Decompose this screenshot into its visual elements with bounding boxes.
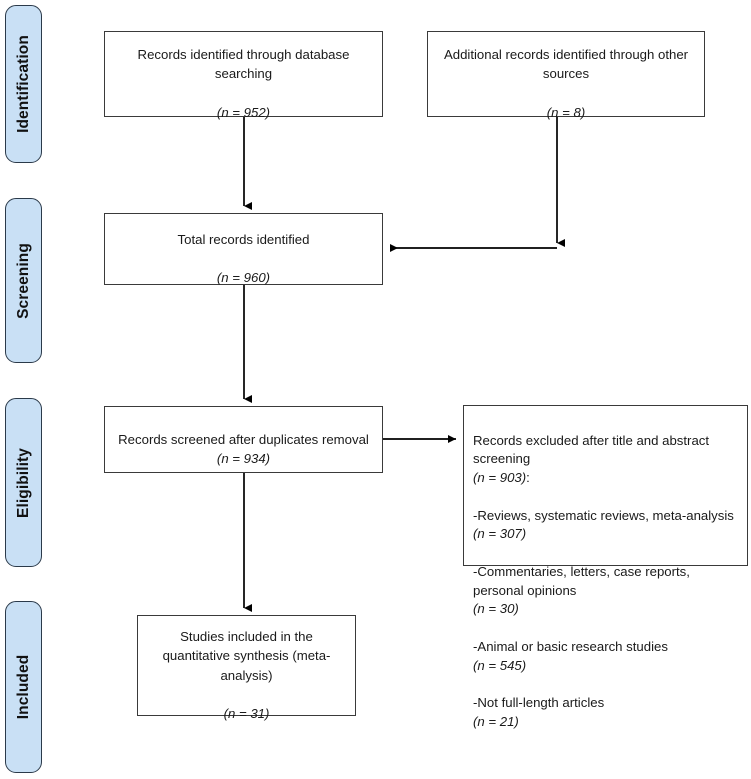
box-total-records-text: Total records identified (n = 960)	[168, 211, 320, 288]
stage-label-eligibility: Eligibility	[14, 447, 32, 518]
box-studies-included: Studies included in the quantitative syn…	[137, 615, 356, 721]
exclusion-reason-label-1: -Commentaries, letters, case reports, pe…	[473, 563, 690, 598]
box-records-screened-label: Records screened after duplicates remova…	[118, 431, 369, 447]
box-records-screened-text: Records screened after duplicates remova…	[108, 411, 379, 468]
box-records-excluded-heading-count: (n = 903)	[473, 470, 527, 486]
stage-tab-identification: Identification	[5, 5, 42, 163]
exclusion-reason-count-2: (n = 545)	[473, 657, 527, 673]
colon-separator: :	[526, 470, 530, 486]
stage-tab-eligibility: Eligibility	[5, 398, 42, 567]
exclusion-reason-label-0: -Reviews, systematic reviews, meta-analy…	[473, 507, 734, 523]
exclusion-reason-count-1: (n = 30)	[473, 601, 519, 617]
box-db-search-label: Records identified through database sear…	[137, 47, 350, 82]
box-total-records-identified: Total records identified (n = 960)	[104, 213, 383, 285]
box-db-search-count: (n = 952)	[216, 104, 271, 120]
box-db-search-text: Records identified through database sear…	[105, 26, 382, 122]
box-other-sources-text: Additional records identified through ot…	[428, 26, 704, 122]
box-other-sources-count: (n = 8)	[546, 104, 586, 120]
box-records-excluded-text: Records excluded after title and abstrac…	[464, 413, 747, 731]
stage-label-screening: Screening	[14, 242, 32, 319]
box-records-screened-duplicates-removed: Records screened after duplicates remova…	[104, 406, 383, 473]
stage-tab-included: Included	[5, 601, 42, 773]
box-records-excluded-heading: Records excluded after title and abstrac…	[473, 432, 710, 467]
exclusion-reason-label-2: -Animal or basic research studies	[473, 638, 668, 654]
stage-label-included: Included	[14, 654, 32, 720]
box-records-screened-count: (n = 934)	[216, 451, 271, 467]
box-studies-included-label: Studies included in the quantitative syn…	[162, 629, 331, 683]
box-records-identified-database: Records identified through database sear…	[104, 31, 383, 120]
box-additional-records-other-sources: Additional records identified through ot…	[427, 31, 705, 120]
box-studies-included-text: Studies included in the quantitative syn…	[138, 608, 355, 723]
exclusion-reason-label-3: -Not full-length articles	[473, 695, 605, 711]
box-records-excluded: Records excluded after title and abstrac…	[463, 405, 748, 729]
exclusion-reason-count-3: (n = 21)	[473, 713, 519, 729]
box-other-sources-label: Additional records identified through ot…	[443, 47, 689, 82]
box-total-records-count: (n = 960)	[216, 270, 271, 286]
exclusion-reason-count-0: (n = 307)	[473, 526, 527, 542]
stage-label-identification: Identification	[14, 35, 32, 133]
box-total-records-label: Total records identified	[177, 231, 310, 247]
stage-tab-screening: Screening	[5, 198, 42, 363]
box-studies-included-count: (n = 31)	[223, 705, 270, 721]
